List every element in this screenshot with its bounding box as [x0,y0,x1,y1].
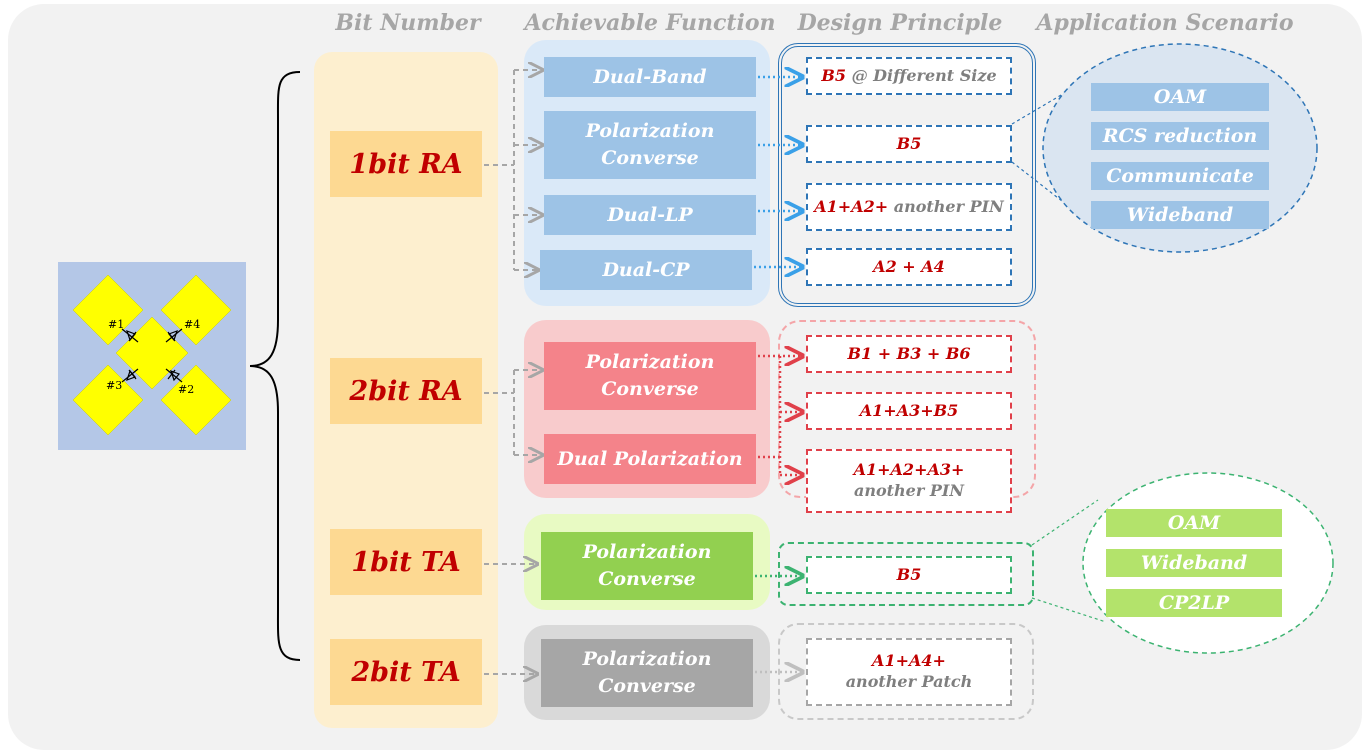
bit-1bit-ta: 1bit TA [330,529,482,595]
principle-main-text: A1+A2+A3+ [853,460,965,480]
patch-top-right [160,274,232,346]
principle-dual-polarization-b: A1+A2+A3+ another PIN [806,449,1012,513]
principle-main-text: B5 [896,564,922,584]
application-wideband-ta: Wideband [1106,549,1282,577]
diode-label-3: #3 [106,379,123,392]
principle-group-1bit-ta [778,542,1034,606]
function-polarization-converse-1bit-ta: Polarization Converse [541,532,753,600]
principle-extra-text: another Patch [845,672,973,691]
patch-bottom-right [160,364,232,436]
function-dual-lp: Dual-LP [544,195,756,235]
principle-extra-text: another PIN [888,196,1004,216]
application-wideband-ra: Wideband [1091,201,1269,229]
header-bit-number: Bit Number [335,10,481,36]
application-oam-ra: OAM [1091,83,1269,111]
header-design-principle: Design Principle [797,10,1003,36]
function-dual-band: Dual-Band [544,57,756,97]
principle-main-text: B5 [821,65,847,85]
principle-polarization-converse-1bit-ta: B5 [806,556,1012,594]
function-dual-polarization: Dual Polarization [544,434,756,484]
principle-dual-band: B5 @ Different Size [806,57,1012,95]
antenna-element-diagram: #1 #4 #3 #2 [58,262,246,450]
bit-1bit-ra: 1bit RA [330,131,482,197]
function-polarization-converse-1bit-ra: Polarization Converse [544,111,756,179]
application-cp2lp: CP2LP [1106,589,1282,617]
patch-top-left [72,274,144,346]
header-application-scenario: Application Scenario [1036,10,1294,36]
principle-extra-text: another PIN [853,481,964,500]
principle-polarization-converse-1bit-ra: B5 [806,125,1012,163]
patch-bottom-left [72,364,144,436]
principle-main-text: B5 [896,133,922,153]
diode-label-1: #1 [108,318,125,331]
principle-extra-text: @ Different Size [846,65,997,85]
principle-main-text: A2 + A4 [873,256,945,276]
application-communicate: Communicate [1091,162,1269,190]
principle-main-text: A1+A2+ [814,196,889,216]
function-polarization-converse-2bit-ta: Polarization Converse [541,639,753,707]
bit-2bit-ra: 2bit RA [330,358,482,424]
application-rcs-reduction: RCS reduction [1091,122,1269,150]
application-oam-ta: OAM [1106,509,1282,537]
principle-main-text: A1+A3+B5 [859,400,959,420]
principle-main-text: B1 + B3 + B6 [847,343,971,363]
principle-dual-polarization-a: A1+A3+B5 [806,392,1012,430]
function-polarization-converse-2bit-ra: Polarization Converse [544,342,756,410]
header-achievable-function: Achievable Function [524,10,776,36]
principle-polarization-converse-2bit-ta: A1+A4+ another Patch [806,638,1012,706]
principle-dual-lp: A1+A2+ another PIN [806,183,1012,231]
diode-label-2: #2 [178,383,195,396]
function-dual-cp: Dual-CP [540,250,752,290]
principle-dual-cp: A2 + A4 [806,248,1012,286]
principle-polarization-converse-2bit-ra: B1 + B3 + B6 [806,335,1012,373]
diode-label-4: #4 [184,318,201,331]
bit-2bit-ta: 2bit TA [330,639,482,705]
principle-main-text: A1+A4+ [872,651,946,671]
